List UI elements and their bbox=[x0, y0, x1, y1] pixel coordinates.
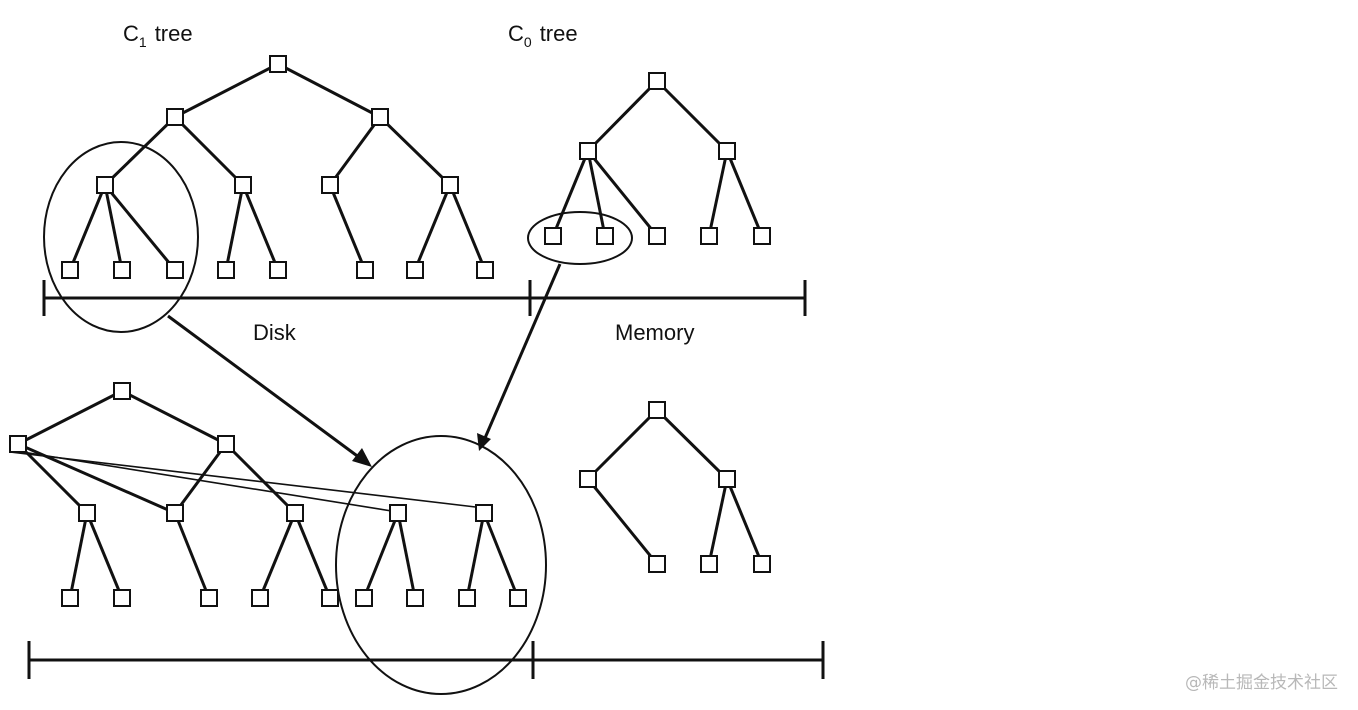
tree-node bbox=[700, 227, 718, 245]
tree-node bbox=[753, 227, 771, 245]
tree-node bbox=[389, 504, 407, 522]
c0-tree-edges bbox=[551, 79, 764, 237]
tree-node bbox=[356, 261, 374, 279]
tree-node bbox=[200, 589, 218, 607]
tree-node bbox=[166, 504, 184, 522]
tree-node bbox=[406, 589, 424, 607]
merged-c1-tree-edges bbox=[9, 389, 520, 599]
tree-node bbox=[475, 504, 493, 522]
tree-node bbox=[166, 261, 184, 279]
tree-node bbox=[217, 435, 235, 453]
tree-node bbox=[476, 261, 494, 279]
tree-node bbox=[113, 382, 131, 400]
memory-label: Memory bbox=[615, 320, 694, 345]
tree-node bbox=[286, 504, 304, 522]
tree-node bbox=[648, 72, 666, 90]
c0-subtree-ellipse bbox=[527, 211, 633, 265]
tree-node bbox=[269, 261, 287, 279]
tree-node bbox=[96, 176, 114, 194]
top-storage-bar bbox=[42, 280, 807, 316]
tree-node bbox=[61, 589, 79, 607]
tree-node bbox=[718, 470, 736, 488]
tree-node bbox=[579, 142, 597, 160]
remaining-c0-tree-edges bbox=[586, 408, 764, 565]
tree-node bbox=[458, 589, 476, 607]
arrowhead bbox=[352, 448, 372, 467]
tree-node bbox=[700, 555, 718, 573]
c0-tree-nodes bbox=[544, 72, 771, 245]
tree-node bbox=[113, 261, 131, 279]
tree-node bbox=[544, 227, 562, 245]
tree-node bbox=[9, 435, 27, 453]
tree-node bbox=[648, 555, 666, 573]
tree-node bbox=[718, 142, 736, 160]
tree-node bbox=[113, 589, 131, 607]
tree-node bbox=[321, 176, 339, 194]
tree-node bbox=[371, 108, 389, 126]
remaining-c0-tree-nodes bbox=[579, 401, 771, 573]
tree-node bbox=[234, 176, 252, 194]
disk-label: Disk bbox=[253, 320, 297, 345]
watermark: @稀土掘金技术社区 bbox=[1185, 673, 1338, 693]
tree-node bbox=[355, 589, 373, 607]
tree-node bbox=[251, 589, 269, 607]
bottom-storage-bar bbox=[27, 641, 825, 679]
tree-node bbox=[321, 589, 339, 607]
tree-node bbox=[166, 108, 184, 126]
tree-node bbox=[579, 470, 597, 488]
tree-node bbox=[648, 401, 666, 419]
tree-node bbox=[78, 504, 96, 522]
tree-node bbox=[269, 55, 287, 73]
tree-node bbox=[509, 589, 527, 607]
tree-node bbox=[596, 227, 614, 245]
tree-node bbox=[406, 261, 424, 279]
tree-node bbox=[61, 261, 79, 279]
merged-c1-tree-nodes bbox=[9, 382, 527, 607]
tree-node bbox=[753, 555, 771, 573]
tree-node bbox=[217, 261, 235, 279]
c1-tree-nodes bbox=[61, 55, 494, 279]
merged-region-ellipse bbox=[335, 435, 547, 695]
c1-subtree-ellipse bbox=[43, 141, 199, 333]
tree-node bbox=[441, 176, 459, 194]
c1-tree-edges bbox=[68, 62, 487, 271]
tree-node bbox=[648, 227, 666, 245]
